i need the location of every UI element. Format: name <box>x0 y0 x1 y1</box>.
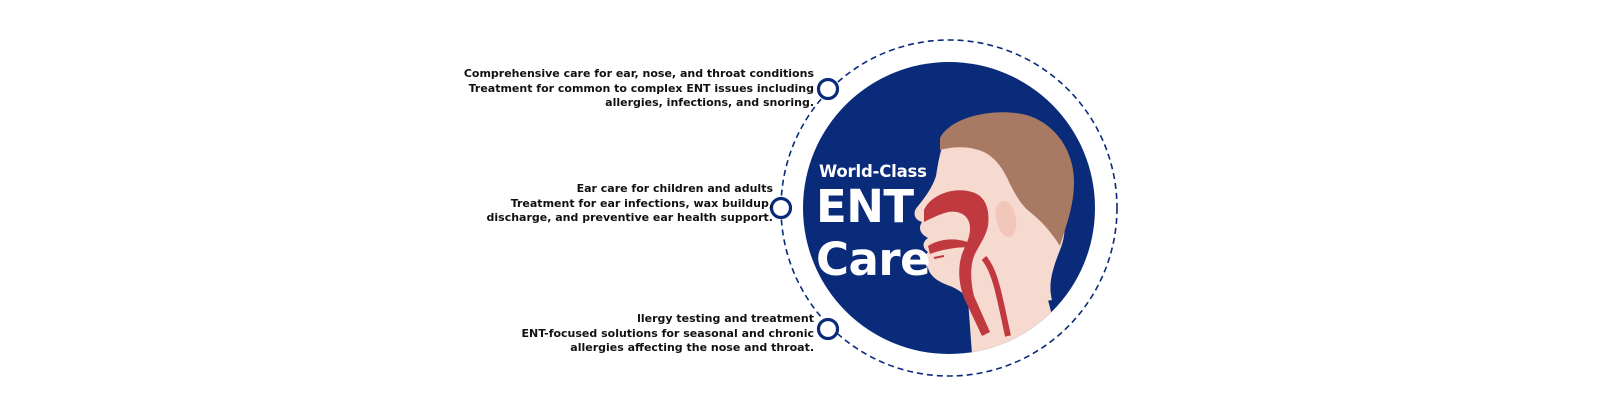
service-block-1: Comprehensive care for ear, nose, and th… <box>464 67 814 111</box>
node-2 <box>769 196 793 220</box>
service-block-2: Ear care for children and adults Treatme… <box>487 182 774 226</box>
service-description: Treatment for ear infections, wax buildu… <box>510 196 773 210</box>
head-profile-airway-icon <box>914 112 1074 354</box>
service-block-3: llergy testing and treatment ENT-focused… <box>522 312 814 356</box>
service-description: discharge, and preventive ear health sup… <box>486 211 774 224</box>
dashed-ring <box>780 39 1118 377</box>
service-description: Treatment for common to complex ENT issu… <box>468 81 814 95</box>
service-title: Ear care for children and adults <box>576 182 773 195</box>
service-title: llergy testing and treatment <box>637 312 814 325</box>
service-description: allergies affecting the nose and throat. <box>570 341 814 354</box>
node-1 <box>816 77 840 101</box>
headline-care: Care <box>816 233 931 286</box>
headline-small: World-Class <box>819 162 927 181</box>
service-description: ENT-focused solutions for seasonal and c… <box>521 326 814 340</box>
headline-ent: ENT <box>816 180 914 233</box>
service-title: Comprehensive care for ear, nose, and th… <box>463 67 814 80</box>
node-3 <box>816 317 840 341</box>
service-description: allergies, infections, and snoring. <box>605 96 814 109</box>
